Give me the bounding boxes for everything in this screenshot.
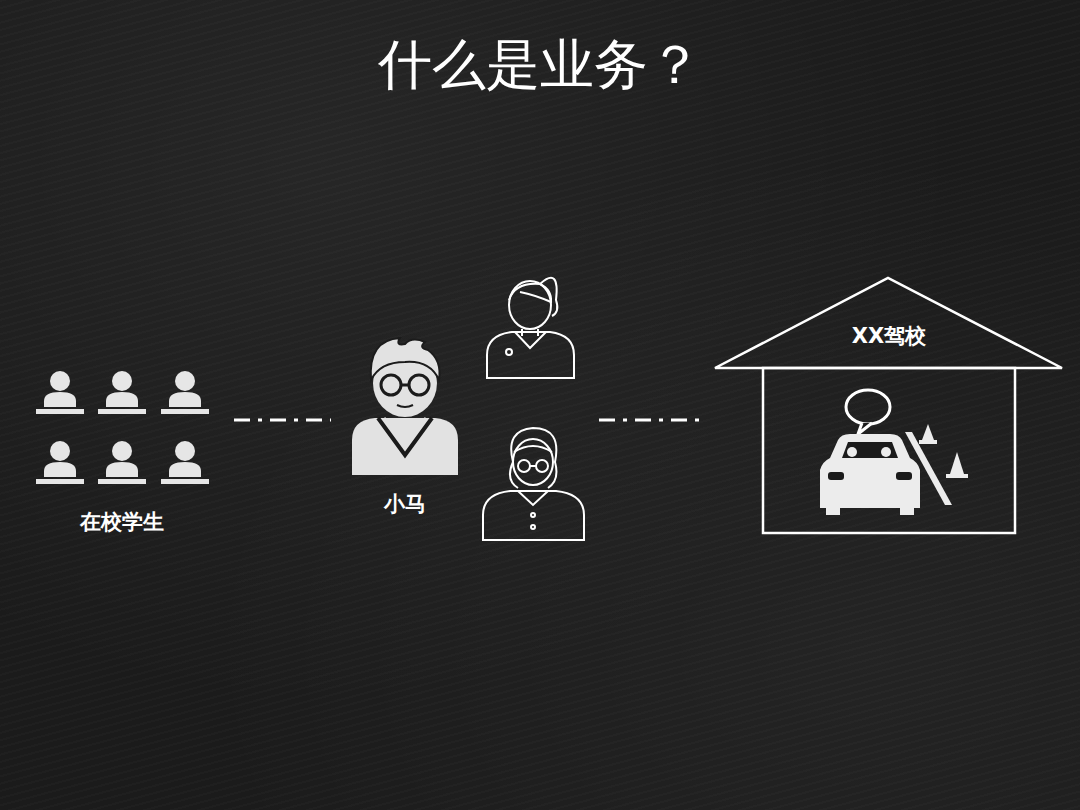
figure-node: 小马 (345, 270, 585, 545)
figure-node: XX驾校 (715, 278, 1063, 535)
woman-icon (487, 278, 574, 378)
node-label: 在校学生 (80, 510, 164, 535)
dash-dot-connector (234, 419, 331, 422)
woman-icon (483, 428, 584, 540)
slide-title: 什么是业务？ (0, 30, 1080, 100)
node-label: 小马 (384, 492, 426, 517)
figure-node: 在校学生 (30, 360, 220, 545)
person-icon (352, 338, 458, 475)
school-house (715, 278, 1062, 533)
dash-dot-connector (599, 419, 701, 422)
node-label: XX驾校 (852, 324, 926, 349)
